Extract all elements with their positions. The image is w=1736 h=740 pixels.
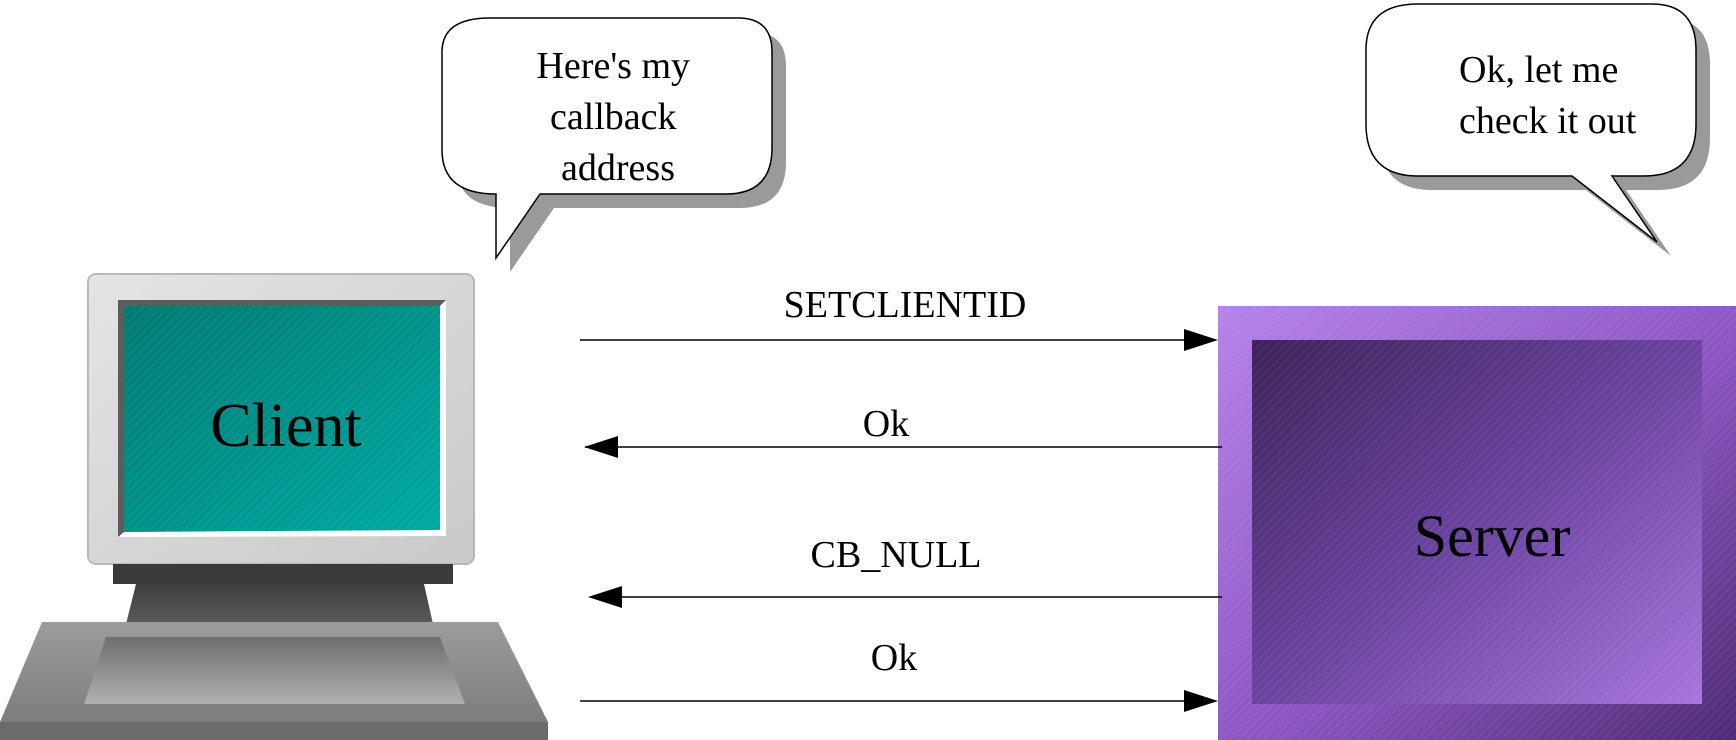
client-speech-text: Here's my callback address [536, 45, 699, 189]
server-label: Server [1414, 503, 1571, 569]
client-speech-line: Here's my [536, 45, 690, 87]
client-base-top [84, 637, 465, 704]
message-4: Ok [580, 637, 1218, 712]
monitor-stand [126, 584, 433, 624]
client-speech-line: callback [550, 96, 677, 138]
arrowhead-icon [584, 436, 618, 458]
arrowhead-icon [1184, 329, 1218, 351]
message-1: SETCLIENTID [580, 284, 1218, 351]
client-speech-line: address [561, 147, 675, 189]
message-label: Ok [863, 403, 909, 445]
server-speech-bubble: Ok, let me check it out [1365, 3, 1710, 256]
server-speech-line: check it out [1459, 100, 1637, 142]
arrowhead-icon [1184, 690, 1218, 712]
monitor-neck [113, 564, 453, 584]
client-computer: Client [0, 273, 548, 740]
message-2: Ok [584, 403, 1222, 458]
message-3: CB_NULL [588, 534, 1222, 608]
client-label: Client [210, 392, 362, 460]
server-box: Server [1218, 306, 1736, 740]
client-speech-bubble: Here's my callback address [441, 17, 786, 272]
message-label: CB_NULL [811, 534, 982, 576]
arrowhead-icon [588, 586, 622, 608]
server-speech-line: Ok, let me [1459, 49, 1618, 91]
message-label: SETCLIENTID [784, 284, 1027, 326]
server-speech-text: Ok, let me check it out [1459, 49, 1637, 142]
message-label: Ok [871, 637, 917, 679]
